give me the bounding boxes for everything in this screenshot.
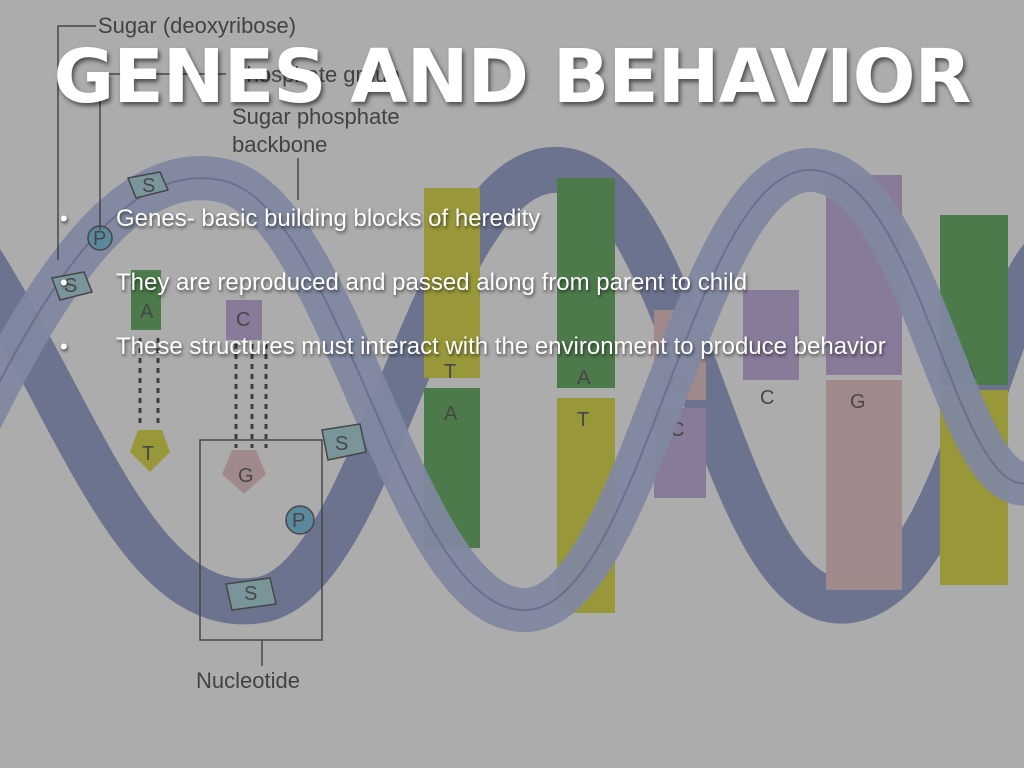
bullet-item: • These structures must interact with the… xyxy=(54,326,1014,390)
bullet-list: • Genes- basic building blocks of heredit… xyxy=(54,198,1014,390)
bullet-dot: • xyxy=(60,270,68,295)
bullet-dot: • xyxy=(60,334,68,359)
bullet-item: • Genes- basic building blocks of heredit… xyxy=(54,198,1014,262)
bullet-item: • They are reproduced and passed along fr… xyxy=(54,262,1014,326)
slide-title: GENES AND BEHAVIOR xyxy=(53,34,971,120)
bullet-text: They are reproduced and passed along fro… xyxy=(116,269,748,296)
bullet-text: These structures must interact with the … xyxy=(116,333,886,360)
bullet-text: Genes- basic building blocks of heredity xyxy=(116,205,541,232)
bullet-dot: • xyxy=(60,206,68,231)
